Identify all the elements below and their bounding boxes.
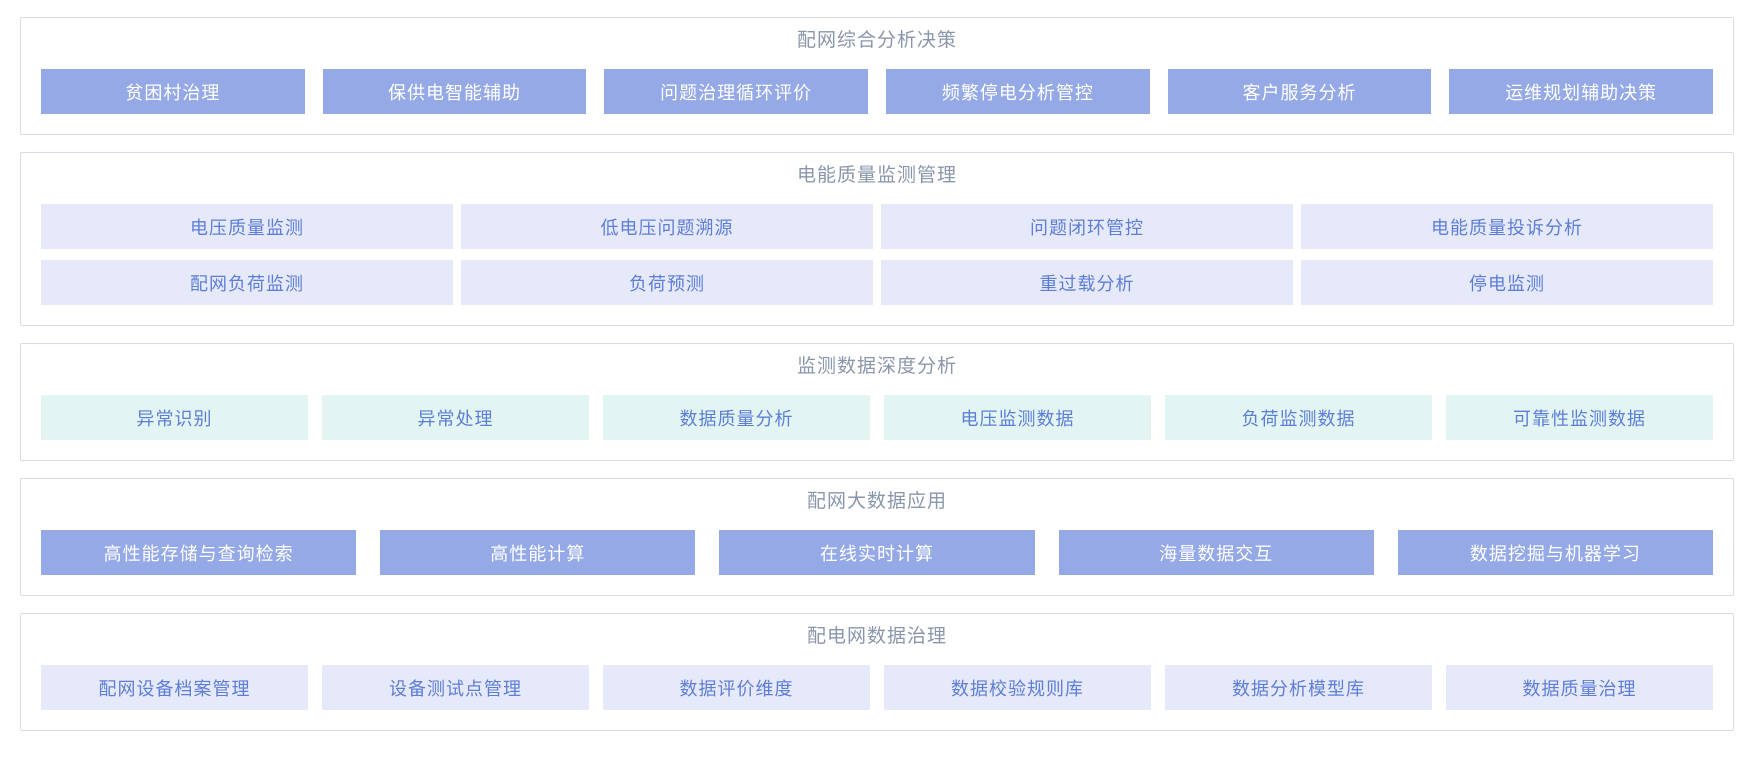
module-button[interactable]: 问题闭环管控 (881, 204, 1293, 249)
module-button[interactable]: 数据分析模型库 (1165, 665, 1432, 710)
section-panel-data-governance: 配电网数据治理配网设备档案管理设备测试点管理数据评价维度数据校验规则库数据分析模… (20, 613, 1734, 731)
module-button[interactable]: 问题治理循环评价 (604, 69, 869, 114)
button-row: 配网负荷监测负荷预测重过载分析停电监测 (41, 260, 1713, 305)
module-button[interactable]: 配网负荷监测 (41, 260, 453, 305)
module-button[interactable]: 停电监测 (1301, 260, 1713, 305)
module-button[interactable]: 负荷监测数据 (1165, 395, 1432, 440)
button-row: 电压质量监测低电压问题溯源问题闭环管控电能质量投诉分析 (41, 204, 1713, 249)
module-button[interactable]: 设备测试点管理 (322, 665, 589, 710)
module-button[interactable]: 数据质量分析 (603, 395, 870, 440)
module-button[interactable]: 异常处理 (322, 395, 589, 440)
button-row: 高性能存储与查询检索高性能计算在线实时计算海量数据交互数据挖掘与机器学习 (41, 530, 1714, 575)
section-panel-monitoring-data-deep-analysis: 监测数据深度分析异常识别异常处理数据质量分析电压监测数据负荷监测数据可靠性监测数… (20, 343, 1734, 461)
module-button[interactable]: 海量数据交互 (1058, 530, 1374, 575)
module-button[interactable]: 数据评价维度 (603, 665, 870, 710)
button-row: 异常识别异常处理数据质量分析电压监测数据负荷监测数据可靠性监测数据 (41, 395, 1713, 440)
module-button[interactable]: 重过载分析 (881, 260, 1293, 305)
section-title-data-governance: 配电网数据治理 (806, 626, 947, 647)
section-title-comprehensive-analysis-decision: 配网综合分析决策 (796, 30, 957, 51)
module-button[interactable]: 数据挖掘与机器学习 (1397, 530, 1714, 575)
module-button[interactable]: 高性能计算 (380, 530, 696, 575)
module-button[interactable]: 电能质量投诉分析 (1301, 204, 1713, 249)
module-button[interactable]: 高性能存储与查询检索 (41, 530, 357, 575)
module-button[interactable]: 贫困村治理 (41, 69, 305, 114)
section-title-monitoring-data-deep-analysis: 监测数据深度分析 (796, 356, 957, 377)
module-button[interactable]: 电压监测数据 (884, 395, 1151, 440)
module-button[interactable]: 数据质量治理 (1446, 665, 1713, 710)
module-button[interactable]: 低电压问题溯源 (461, 204, 873, 249)
module-button[interactable]: 异常识别 (41, 395, 308, 440)
module-button[interactable]: 保供电智能辅助 (322, 69, 587, 114)
module-button[interactable]: 频繁停电分析管控 (886, 69, 1150, 114)
module-button[interactable]: 数据校验规则库 (884, 665, 1151, 710)
section-panel-big-data-application: 配网大数据应用高性能存储与查询检索高性能计算在线实时计算海量数据交互数据挖掘与机… (20, 478, 1734, 596)
section-title-power-quality-monitoring: 电能质量监测管理 (796, 165, 957, 186)
module-button[interactable]: 电压质量监测 (41, 204, 453, 249)
section-panel-power-quality-monitoring: 电能质量监测管理电压质量监测低电压问题溯源问题闭环管控电能质量投诉分析配网负荷监… (20, 152, 1734, 326)
button-row: 贫困村治理保供电智能辅助问题治理循环评价频繁停电分析管控客户服务分析运维规划辅助… (41, 69, 1714, 114)
module-button[interactable]: 可靠性监测数据 (1446, 395, 1713, 440)
module-button[interactable]: 在线实时计算 (719, 530, 1035, 575)
module-button[interactable]: 负荷预测 (461, 260, 873, 305)
section-title-big-data-application: 配网大数据应用 (806, 491, 947, 512)
module-button[interactable]: 运维规划辅助决策 (1449, 69, 1714, 114)
section-panel-comprehensive-analysis-decision: 配网综合分析决策贫困村治理保供电智能辅助问题治理循环评价频繁停电分析管控客户服务… (20, 17, 1734, 135)
module-button[interactable]: 客户服务分析 (1167, 69, 1432, 114)
button-row: 配网设备档案管理设备测试点管理数据评价维度数据校验规则库数据分析模型库数据质量治… (41, 665, 1713, 710)
module-button[interactable]: 配网设备档案管理 (41, 665, 308, 710)
